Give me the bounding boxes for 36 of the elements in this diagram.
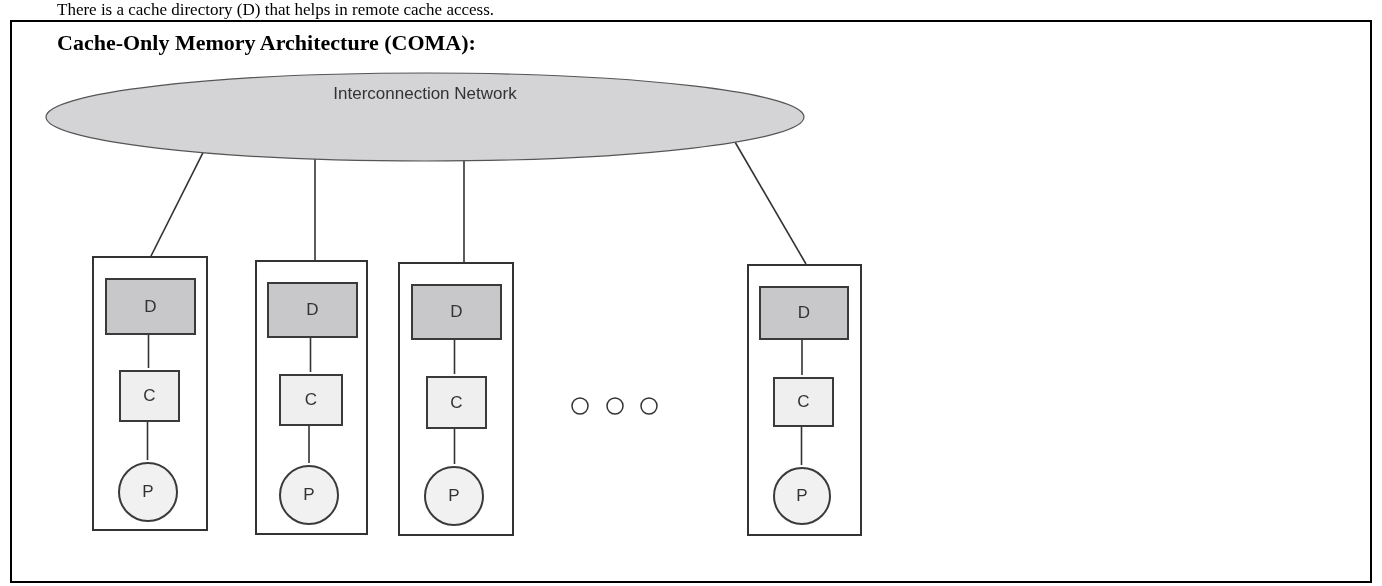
cache-box bbox=[119, 370, 180, 422]
node-label: D bbox=[797, 303, 811, 323]
network-label: Interconnection Network bbox=[333, 84, 517, 104]
network-ellipse bbox=[45, 72, 805, 162]
cache-box bbox=[773, 377, 834, 427]
connector-line bbox=[314, 158, 316, 261]
node-label: C bbox=[304, 390, 318, 410]
module-box bbox=[255, 260, 368, 535]
connector-line bbox=[734, 141, 807, 265]
node-label: D bbox=[306, 300, 319, 320]
processor-circle bbox=[424, 466, 484, 526]
title: Cache-Only Memory Architecture (COMA): bbox=[57, 30, 476, 56]
note-text: There is a cache directory (D) that helps in remote cache access. bbox=[57, 0, 495, 19]
cache-box bbox=[426, 376, 487, 429]
module-box bbox=[92, 256, 208, 531]
node-label: C bbox=[797, 392, 810, 412]
processor-circle bbox=[279, 465, 339, 525]
node-label: P bbox=[796, 486, 808, 506]
processor-circle bbox=[118, 462, 178, 522]
connector-line bbox=[463, 159, 465, 263]
node-label: P bbox=[448, 486, 460, 506]
node-label: D bbox=[144, 296, 157, 317]
processor-circle bbox=[773, 467, 831, 525]
directory-box bbox=[267, 282, 358, 338]
module-box bbox=[747, 264, 862, 536]
cache-box bbox=[279, 374, 343, 426]
connector-line bbox=[150, 151, 204, 257]
directory-box bbox=[759, 286, 849, 340]
module-box bbox=[398, 262, 514, 536]
node-label: P bbox=[142, 482, 154, 502]
node-label: D bbox=[450, 302, 463, 322]
node-label: P bbox=[303, 485, 315, 505]
node-label: C bbox=[450, 392, 463, 413]
node-label: C bbox=[143, 386, 156, 406]
directory-box bbox=[411, 284, 502, 340]
directory-box bbox=[105, 278, 196, 335]
